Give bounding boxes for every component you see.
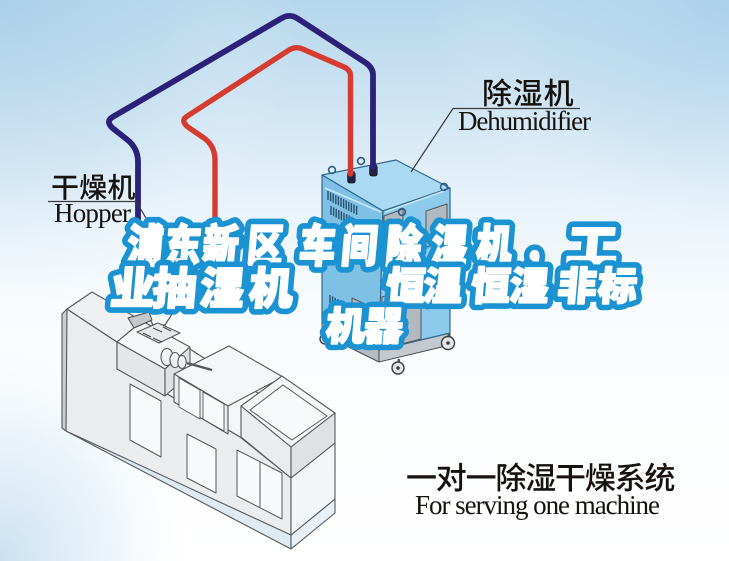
svg-text:Hopper: Hopper [54,198,131,228]
svg-text:For serving one machine: For serving one machine [415,490,660,520]
svg-text:Dehumidifier: Dehumidifier [458,106,591,136]
